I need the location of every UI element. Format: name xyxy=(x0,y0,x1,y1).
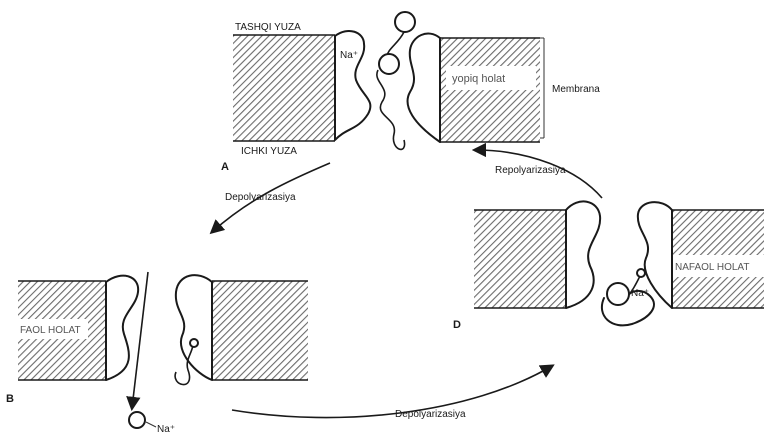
membrane-bracket xyxy=(540,38,544,138)
membrane-label: Membrana xyxy=(552,84,600,95)
membrane-block-left xyxy=(233,35,335,141)
inner-surface-label: ICHKI YUZA xyxy=(241,146,297,157)
closed-state-label: yopiq holat xyxy=(452,73,505,85)
channel-protein-left-subunit xyxy=(335,31,370,140)
membrane-block-right xyxy=(212,281,308,380)
inactive-state-label: NAFAOL HOLAT xyxy=(675,262,749,273)
open-state-label: FAOL HOLAT xyxy=(20,325,81,336)
channel-protein-left-subunit xyxy=(566,201,600,308)
sodium-ion-label: Na⁺ xyxy=(631,288,649,299)
ion-channel-subunit-ball xyxy=(395,12,415,32)
membrane-block-left xyxy=(474,210,566,308)
sodium-ion xyxy=(129,412,145,428)
sodium-ion xyxy=(379,54,399,74)
panel-d-inactive-channel: Na⁺ NAFAOL HOLAT D xyxy=(453,201,764,331)
panel-a-letter: A xyxy=(221,161,229,173)
depolarization-label-1: Depolyarizasiya xyxy=(225,192,296,203)
channel-protein-right-subunit xyxy=(408,34,440,142)
panel-d-letter: D xyxy=(453,319,461,331)
sodium-ion-label: Na⁺ xyxy=(340,50,358,61)
channel-protein-right-subunit xyxy=(176,275,212,380)
outer-surface-label: TASHQI YUZA xyxy=(235,22,301,33)
panel-b-letter: B xyxy=(6,393,14,405)
sodium-ion-label: Na⁺ xyxy=(157,424,175,435)
repolarization-label: Repolyarizasiya xyxy=(495,165,566,176)
panel-a-closed-channel: TASHQI YUZA ICHKI YUZA Na⁺ yopiq holat A… xyxy=(221,12,600,173)
inactivation-gate-loop xyxy=(377,70,405,149)
panel-b-open-channel: Na⁺ FAOL HOLAT B xyxy=(6,272,308,435)
channel-protein-left-subunit xyxy=(106,276,138,380)
sodium-ion xyxy=(607,283,629,305)
depolarization-label-2: Depolyarizasiya xyxy=(395,409,466,420)
